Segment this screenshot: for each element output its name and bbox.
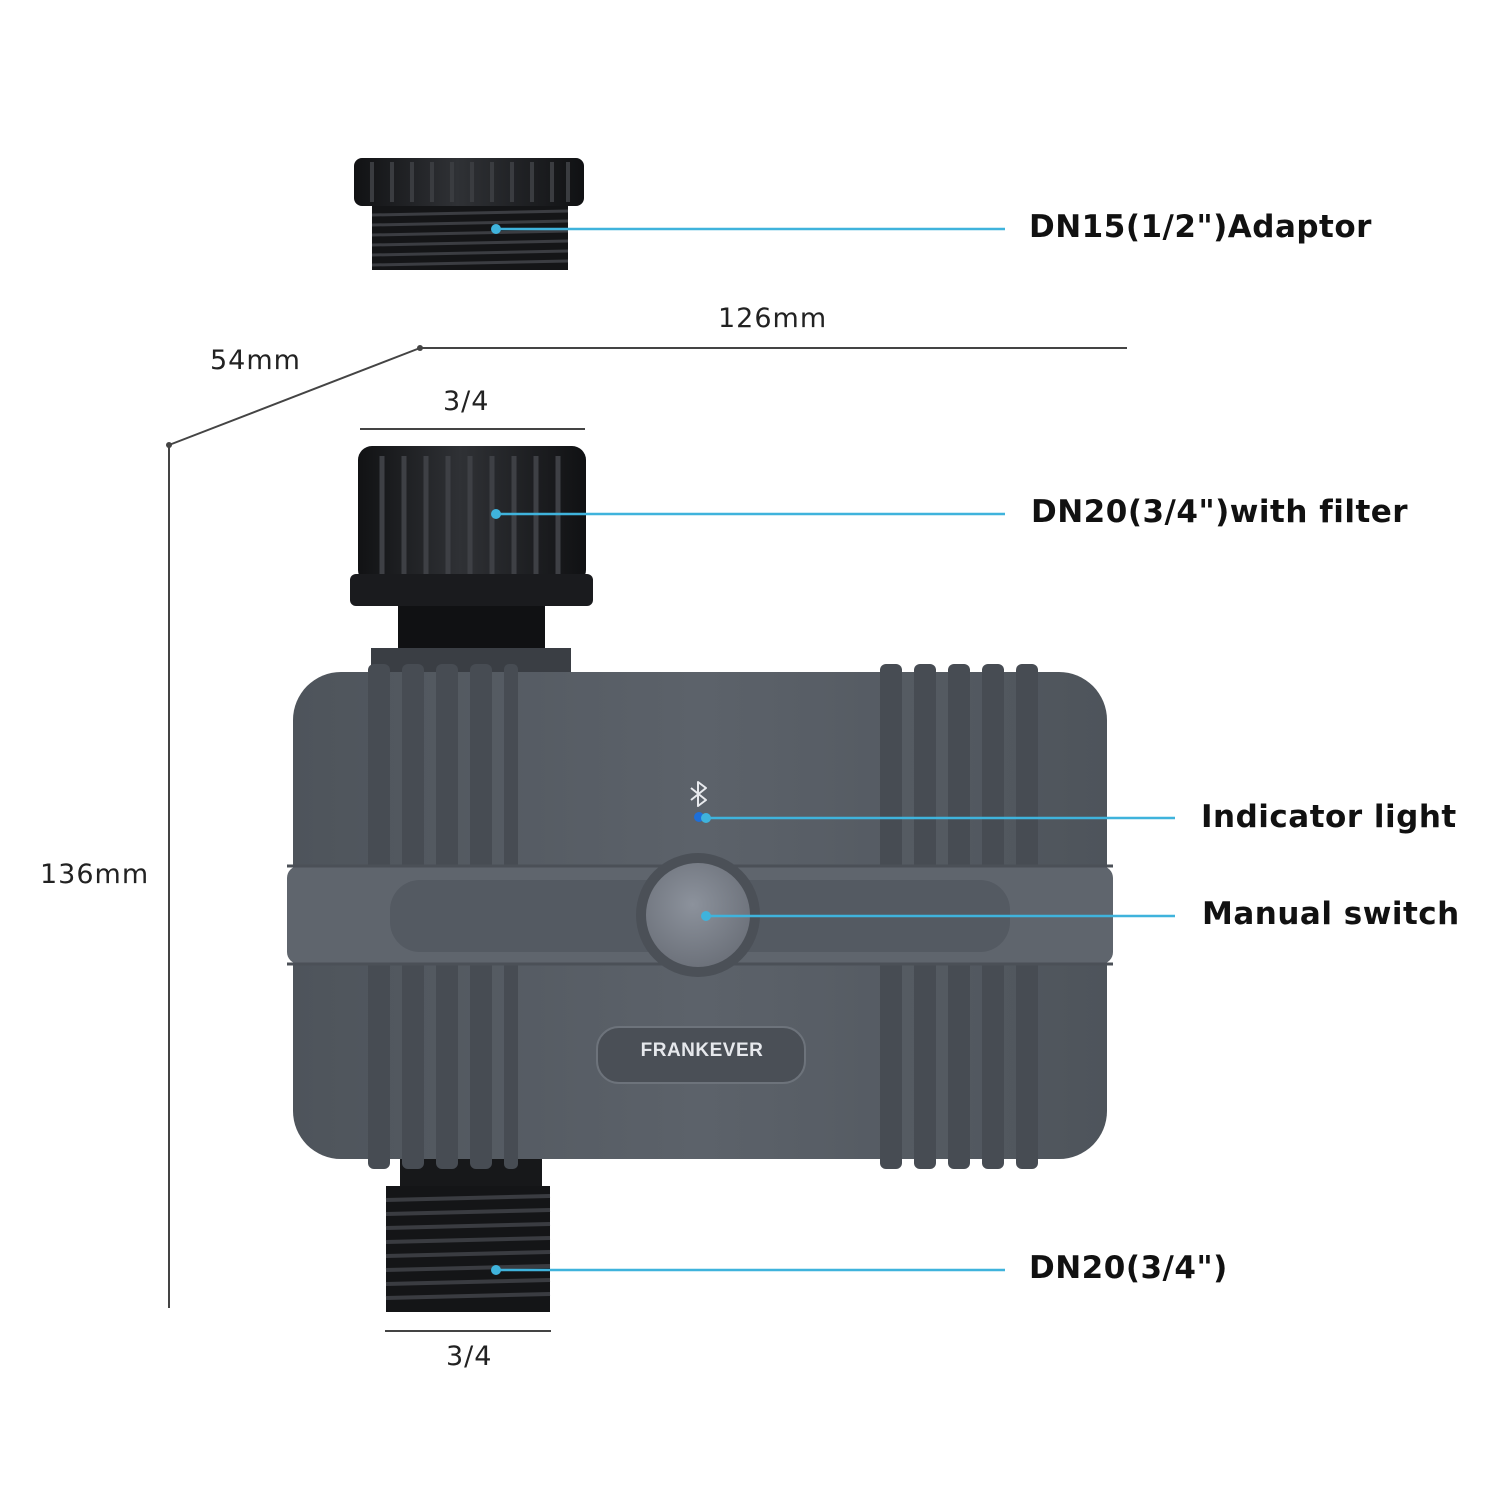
adaptor-leader-dot (491, 224, 501, 234)
adaptor-label: DN15(1/2")Adaptor (1029, 209, 1372, 245)
inlet-label: DN20(3/4")with filter (1031, 494, 1409, 530)
adaptor-part (354, 158, 584, 270)
switch-leader-dot (701, 911, 711, 921)
width-dimension-label: 126mm (718, 303, 828, 334)
outlet-leader-dot (491, 1265, 501, 1275)
inlet-connector (350, 446, 593, 676)
brand-plate (596, 1026, 806, 1084)
outlet-connector (385, 1158, 551, 1312)
brand-logo: FRANKEVER (640, 1040, 764, 1061)
callout-leaders (496, 227, 1175, 1272)
outlet-label: DN20(3/4") (1029, 1250, 1228, 1286)
bluetooth-icon (690, 781, 707, 807)
indicator-leader-dot (701, 813, 711, 823)
switch-label: Manual switch (1202, 896, 1460, 932)
depth-dimension-label: 54mm (210, 345, 301, 376)
height-dimension-label: 136mm (40, 859, 150, 890)
depth-dimension-line (168, 347, 421, 446)
inlet-leader-dot (491, 509, 501, 519)
outlet-thread-label: 3/4 (446, 1341, 493, 1372)
indicator-label: Indicator light (1201, 799, 1457, 835)
manual-switch-button (636, 853, 760, 977)
inlet-thread-label: 3/4 (443, 386, 490, 417)
dimension-lines (168, 347, 1127, 1332)
device-housing (287, 664, 1113, 1169)
